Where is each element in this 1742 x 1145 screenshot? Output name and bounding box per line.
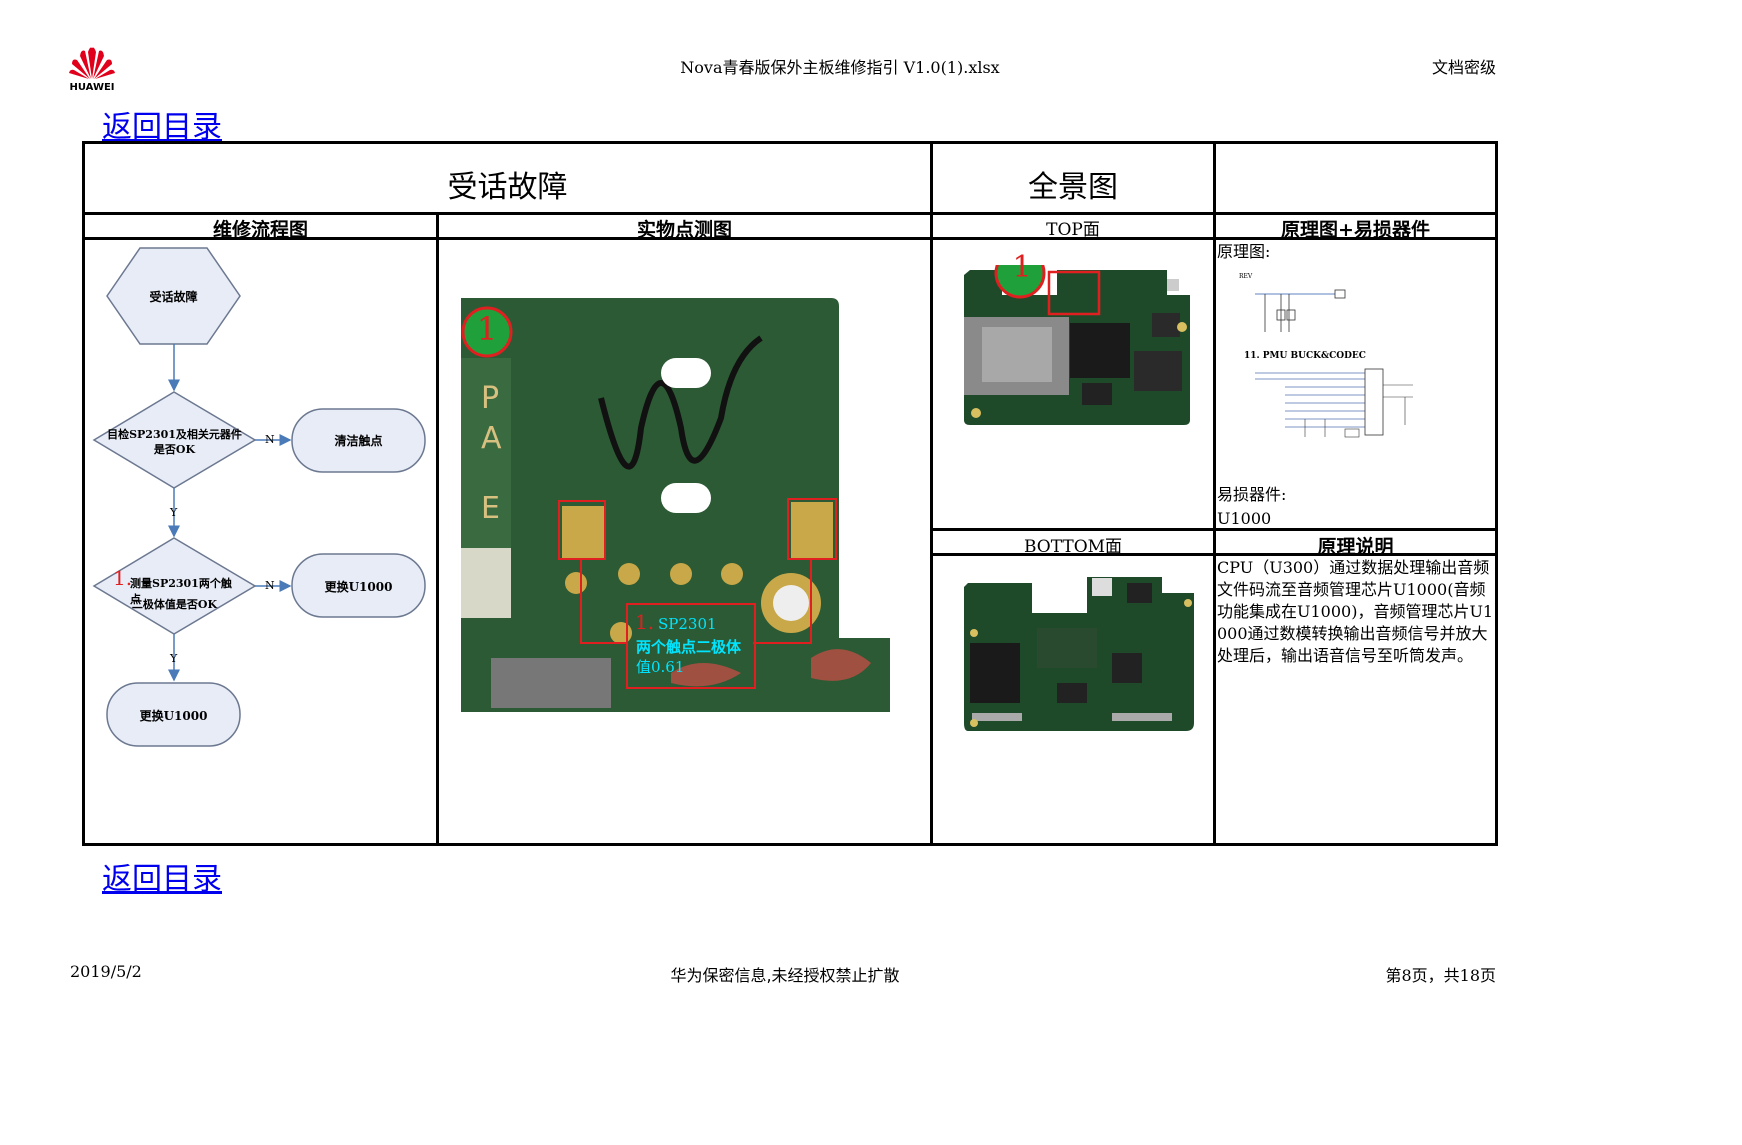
title-fault: 受话故障 — [447, 170, 568, 205]
flow-n-label-1: N — [265, 433, 275, 446]
flow-measure-label-1: 测量SP2301两个触点 — [130, 577, 232, 606]
vulnerable-part: U1000 — [1217, 509, 1272, 528]
flow-measure-num: 1. — [113, 566, 133, 590]
flow-start-hexagon — [106, 247, 241, 345]
flow-replace-label-1: 更换U1000 — [324, 580, 393, 594]
flow-clean-label: 清洁触点 — [334, 434, 383, 448]
repair-flowchart — [92, 247, 426, 747]
measurement-photo: P A E — [461, 298, 890, 712]
col-header-bottom: BOTTOM面 — [1023, 537, 1123, 557]
top-board-marker: 1 — [1012, 250, 1032, 285]
schematic-section-title: 11. PMU BUCK&CODEC — [1244, 351, 1366, 361]
flow-y-label-2: Y — [170, 652, 178, 665]
footer-date: 2019/5/2 — [70, 962, 142, 981]
svg-text:REV: REV — [1239, 273, 1253, 280]
back-to-contents-link-top[interactable]: 返回目录 — [102, 111, 222, 144]
photo-marker-1: 1 — [476, 310, 498, 348]
svg-text:A: A — [481, 421, 502, 456]
flow-replace-box-1 — [291, 553, 426, 618]
col-header-flow: 维修流程图 — [212, 219, 308, 241]
photo-label-line2: 值0.61 — [636, 658, 685, 676]
flow-clean-box — [291, 408, 426, 473]
col-header-principle: 原理说明 — [1317, 536, 1394, 558]
schematic-label: 原理图: — [1217, 242, 1271, 261]
doc-level: 文档密级 — [1431, 58, 1496, 77]
flow-n-label-2: N — [265, 579, 275, 592]
footer-page-number: 第8页，共18页 — [1385, 966, 1496, 985]
col-header-top: TOP面 — [1046, 220, 1100, 240]
vulnerable-label: 易损器件: — [1217, 485, 1287, 504]
svg-text:P: P — [481, 381, 499, 416]
huawei-logo-icon — [69, 47, 115, 79]
flow-start-label: 受话故障 — [149, 290, 198, 304]
col-header-measure: 实物点测图 — [636, 219, 732, 241]
bottom-board-photo — [962, 573, 1198, 735]
file-name: Nova青春版保外主板维修指引 V1.0(1).xlsx — [680, 58, 1000, 77]
photo-label-line1: 两个触点二极体 — [636, 638, 742, 656]
flow-y-label-1: Y — [170, 506, 178, 519]
flow-check-label-2: 是否OK — [153, 443, 196, 456]
flow-measure-label-2: 二极体值是否OK — [131, 598, 218, 611]
photo-label-num: 1. — [635, 610, 655, 634]
photo-label-part: SP2301 — [658, 615, 717, 633]
flow-replace-box-2 — [106, 682, 241, 747]
footer-confidential: 华为保密信息,未经授权禁止扩散 — [670, 966, 900, 985]
huawei-logo: HUAWEI — [68, 46, 116, 93]
schematic-diagram-top: REV — [1239, 273, 1346, 332]
title-panorama: 全景图 — [1028, 170, 1118, 205]
flow-check-label-1: 目检SP2301及相关元器件 — [107, 428, 242, 441]
principle-description: CPU（U300）通过数据处理输出音频文件码流至音频管理芯片U1000(音频功能… — [1217, 558, 1494, 665]
logo-text: HUAWEI — [69, 82, 115, 93]
flow-replace-label-2: 更换U1000 — [139, 709, 208, 723]
schematic-diagram-codec — [1255, 368, 1413, 438]
svg-text:E: E — [481, 491, 500, 526]
top-board-photo — [962, 247, 1194, 427]
col-header-schematic: 原理图+易损器件 — [1281, 219, 1430, 241]
back-to-contents-link-bottom[interactable]: 返回目录 — [102, 863, 222, 896]
